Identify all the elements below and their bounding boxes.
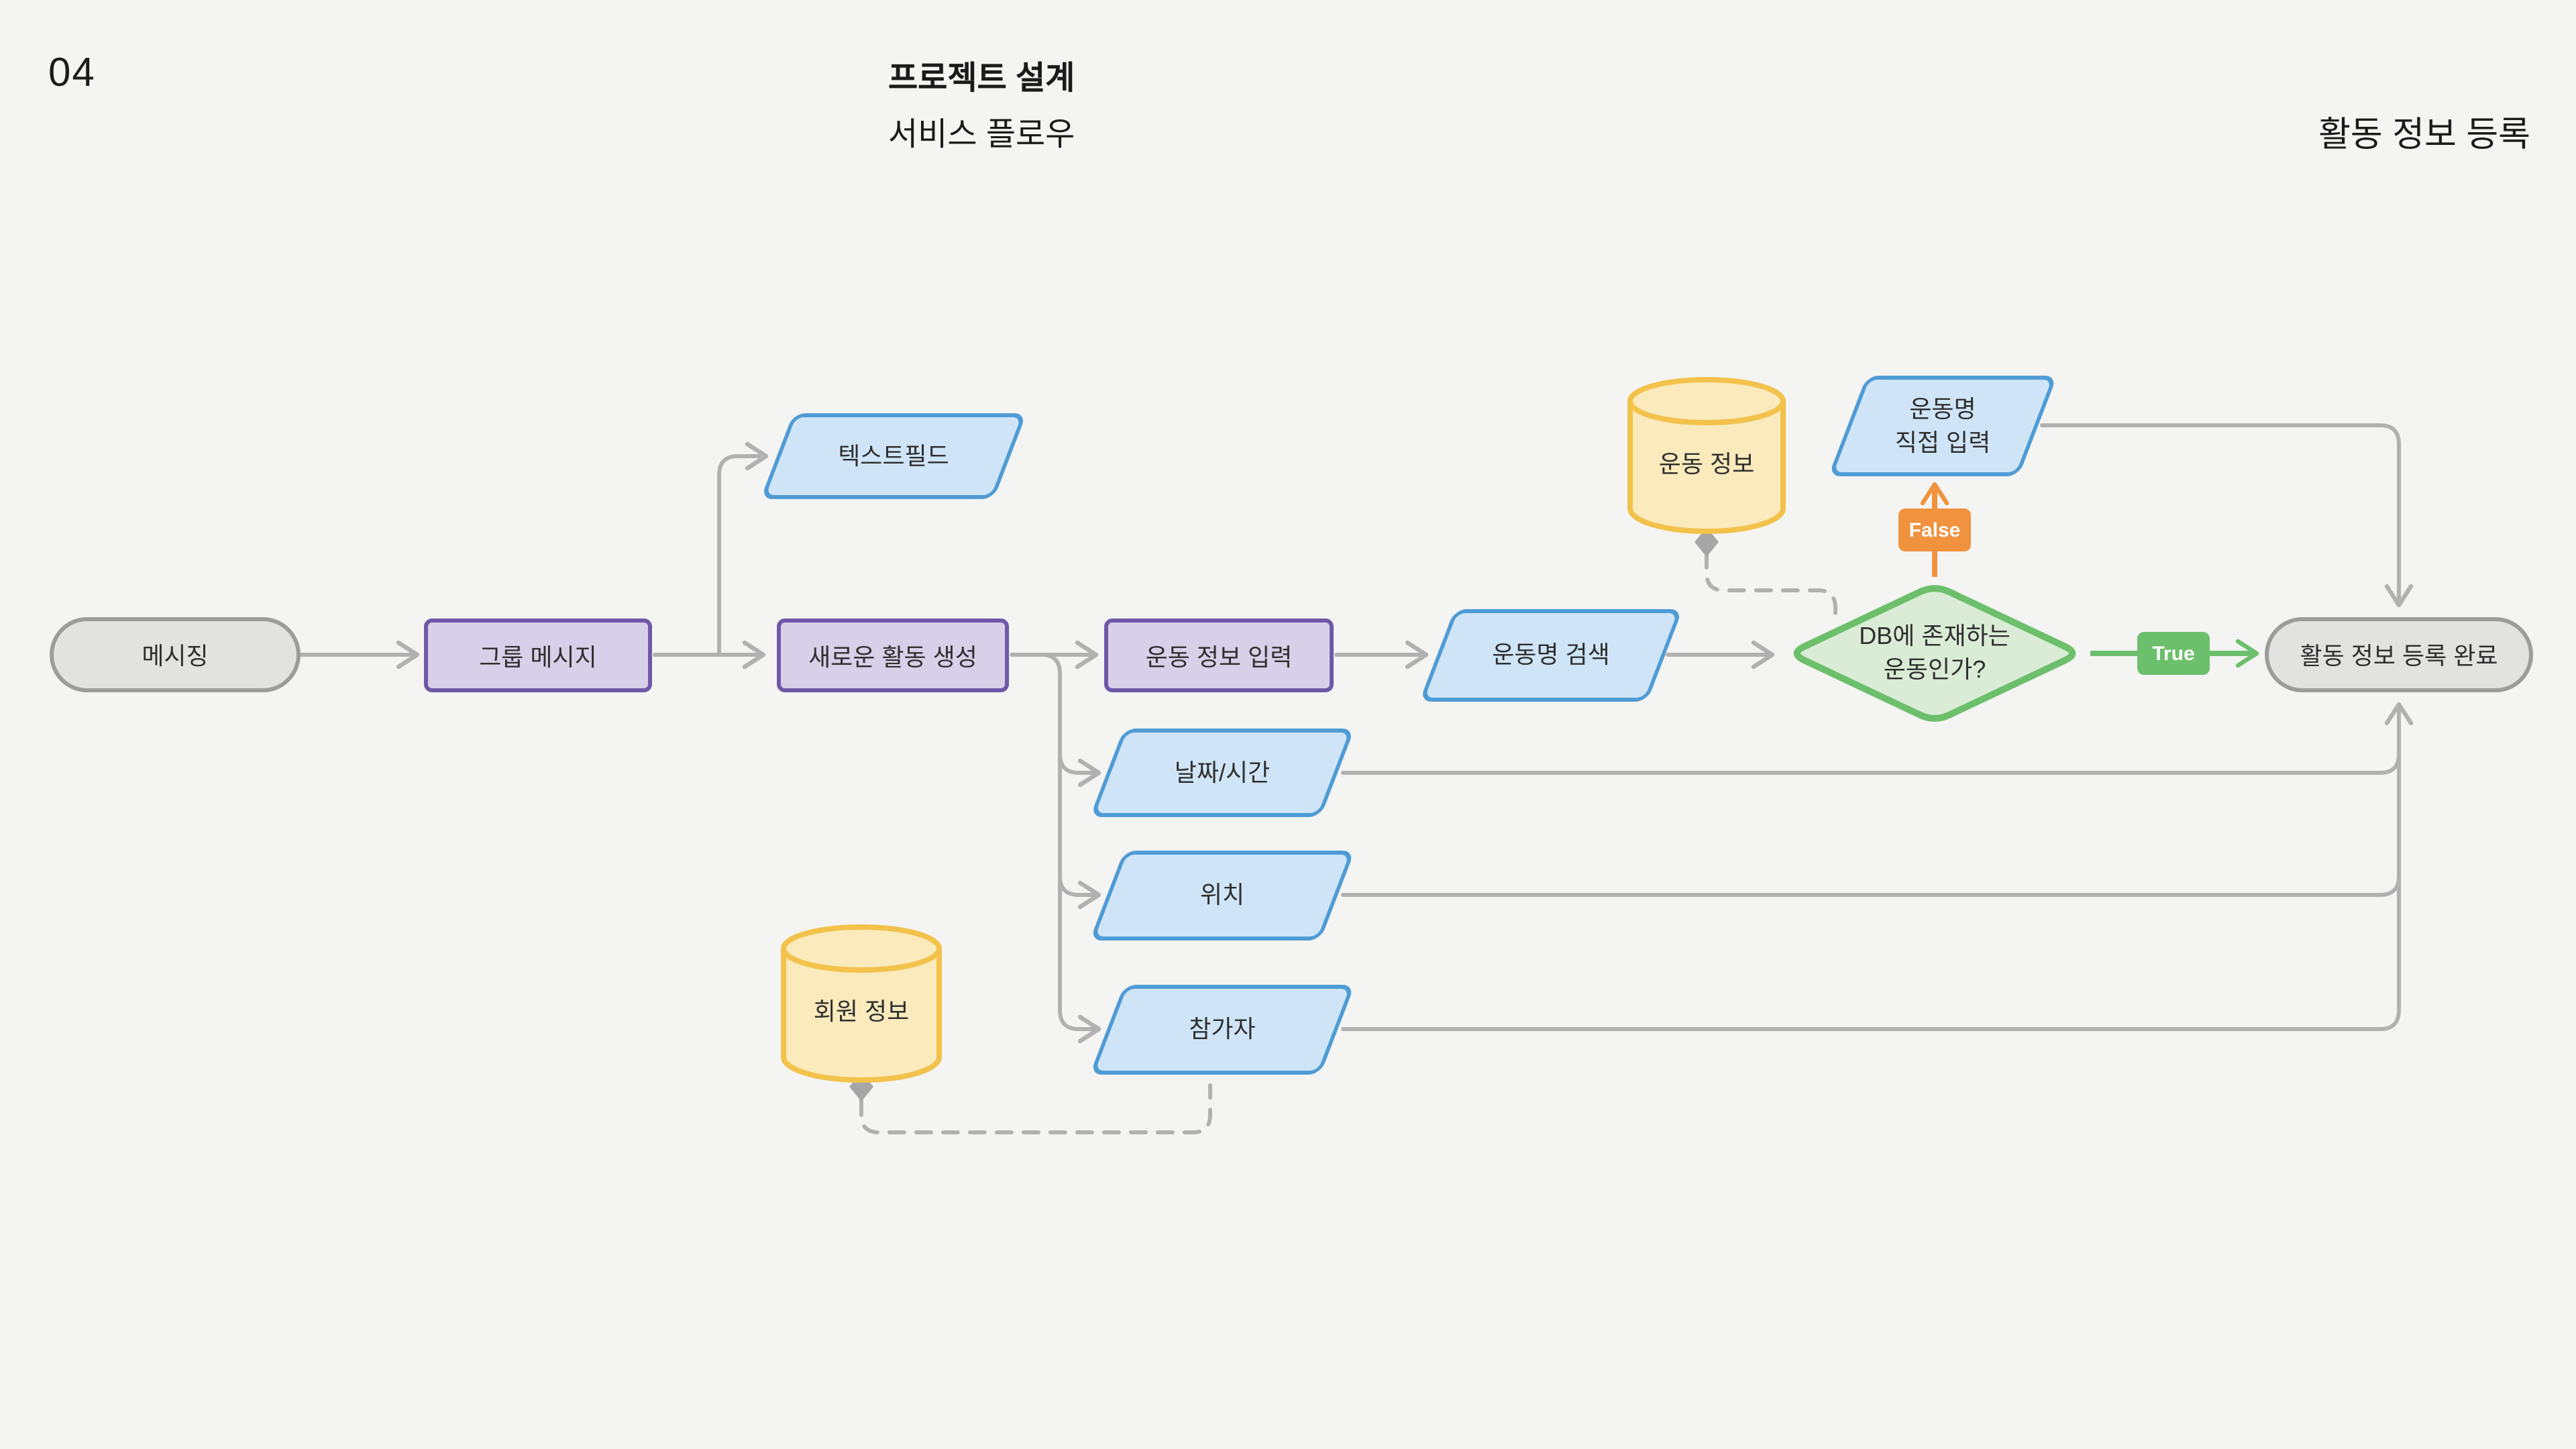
node-direct-input-line1: 운동명 xyxy=(1909,396,1976,423)
database-cylinder-icon xyxy=(781,924,942,1083)
true-badge[interactable]: True xyxy=(2137,632,2210,675)
true-badge-label: True xyxy=(2152,642,2195,665)
node-exercise-info-input[interactable]: 운동 정보 입력 xyxy=(1104,619,1334,692)
section-title: 활동 정보 등록 xyxy=(2318,114,2530,154)
db-exercise-info[interactable]: 운동 정보 xyxy=(1626,376,1787,537)
deck-title: 프로젝트 설계 xyxy=(888,60,1075,97)
node-text-field-label: 텍스트필드 xyxy=(838,442,949,470)
db-member-info[interactable]: 회원 정보 xyxy=(780,923,943,1085)
node-exercise-name-direct-input[interactable]: 운동명 직접 입력 xyxy=(1828,376,2057,476)
node-exercise-info-input-label: 운동 정보 입력 xyxy=(1145,643,1293,670)
node-create-activity[interactable]: 새로운 활동 생성 xyxy=(777,619,1009,692)
deck-subtitle: 서비스 플로우 xyxy=(888,117,1075,153)
node-db-decision-line2: 운동인가? xyxy=(1883,656,1986,683)
node-group-message[interactable]: 그룹 메시지 xyxy=(424,619,652,692)
node-db-decision[interactable]: DB에 존재하는 운동인가? xyxy=(1783,581,2086,726)
node-date-time-label: 날짜/시간 xyxy=(1174,759,1271,786)
db-exercise-info-label: 운동 정보 xyxy=(1658,450,1755,478)
node-text-field[interactable]: 텍스트필드 xyxy=(760,413,1027,499)
node-exercise-name-search[interactable]: 운동명 검색 xyxy=(1419,609,1683,702)
node-group-message-label: 그룹 메시지 xyxy=(479,643,597,670)
node-location[interactable]: 위치 xyxy=(1089,851,1355,941)
node-register-complete-label: 활동 정보 등록 완료 xyxy=(2300,643,2498,669)
false-badge-label: False xyxy=(1909,519,1961,541)
node-direct-input-line2: 직접 입력 xyxy=(1894,429,1991,455)
node-create-activity-label: 새로운 활동 생성 xyxy=(808,643,977,670)
false-badge[interactable]: False xyxy=(1898,508,1971,551)
node-db-decision-line1: DB에 존재하는 xyxy=(1859,622,2010,649)
page-number: 04 xyxy=(48,51,96,95)
node-messaging[interactable]: 메시징 xyxy=(50,617,301,692)
node-date-time[interactable]: 날짜/시간 xyxy=(1089,729,1355,817)
node-location-label: 위치 xyxy=(1199,881,1245,909)
node-participants-label: 참가자 xyxy=(1189,1016,1256,1043)
node-register-complete[interactable]: 활동 정보 등록 완료 xyxy=(2265,617,2533,692)
database-cylinder-icon xyxy=(1627,377,1786,534)
node-participants[interactable]: 참가자 xyxy=(1089,985,1355,1075)
db-member-info-label: 회원 정보 xyxy=(813,998,910,1026)
decision-diamond-icon xyxy=(1793,585,2076,722)
node-messaging-label: 메시징 xyxy=(142,643,209,669)
node-exercise-name-search-label: 운동명 검색 xyxy=(1492,641,1610,669)
